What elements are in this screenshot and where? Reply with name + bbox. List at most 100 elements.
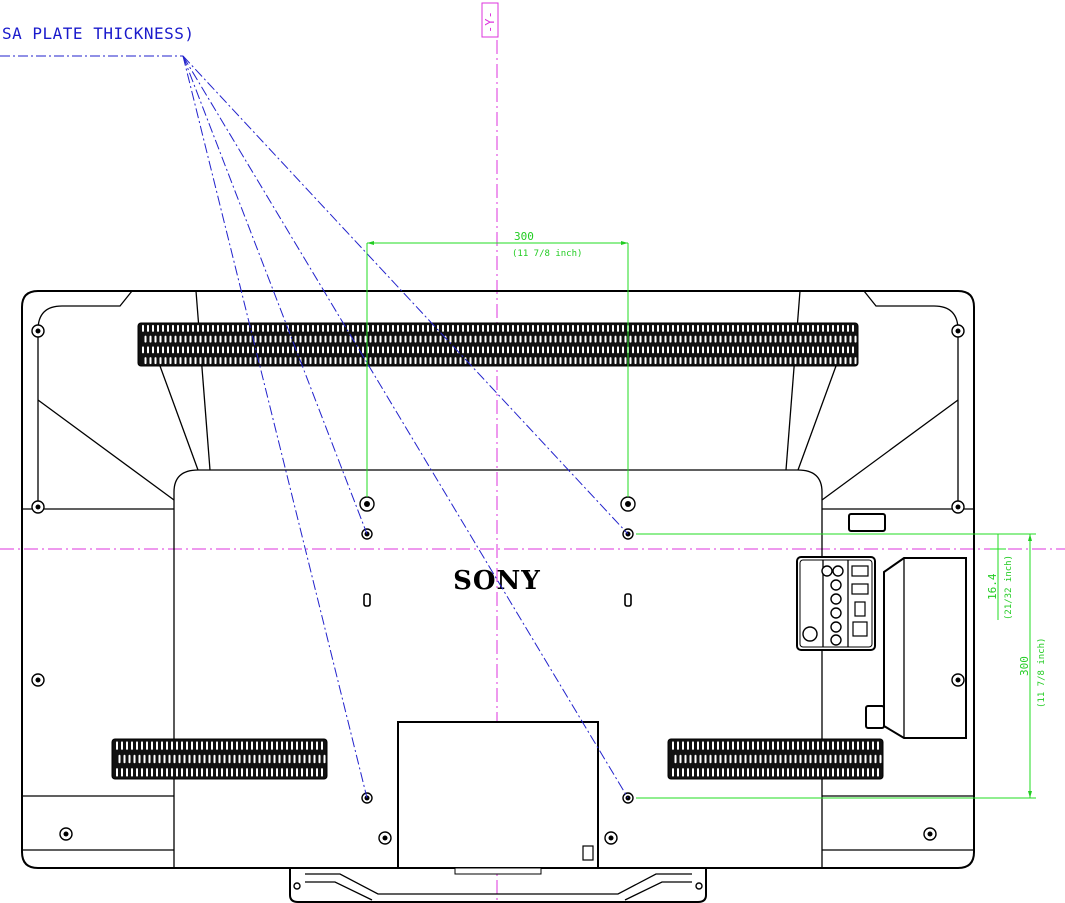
vent-slot bbox=[329, 357, 332, 365]
vent-slot bbox=[292, 346, 294, 354]
vent-slot bbox=[337, 346, 339, 354]
vent-slot bbox=[307, 346, 309, 354]
vent-slot bbox=[329, 335, 332, 343]
vent-slot bbox=[291, 768, 293, 777]
vent-slot bbox=[527, 324, 529, 332]
vent-slot bbox=[216, 768, 218, 777]
vent-slot bbox=[297, 324, 299, 332]
vent-slot bbox=[869, 754, 872, 764]
vent-slot bbox=[479, 357, 482, 365]
vent-slot bbox=[572, 324, 574, 332]
vent-slot bbox=[502, 346, 504, 354]
vent-slot bbox=[589, 335, 592, 343]
vent-slot bbox=[222, 324, 224, 332]
vent-slot bbox=[259, 357, 262, 365]
vent-slot bbox=[734, 754, 737, 764]
vent-slot bbox=[241, 741, 243, 750]
vent-slot bbox=[784, 357, 787, 365]
vent-slot bbox=[602, 324, 604, 332]
vent-slot bbox=[432, 346, 434, 354]
vent-slot bbox=[514, 357, 517, 365]
vent-slot bbox=[509, 335, 512, 343]
vent-slot bbox=[196, 741, 198, 750]
vent-slot bbox=[287, 346, 289, 354]
vent-slot bbox=[244, 335, 247, 343]
vent-slot bbox=[762, 346, 764, 354]
vent-slot bbox=[717, 768, 719, 777]
outer-outline bbox=[21, 290, 975, 869]
vent-slot bbox=[319, 335, 322, 343]
vent-slot bbox=[279, 357, 282, 365]
vent-slot bbox=[159, 335, 162, 343]
vent-slot bbox=[779, 357, 782, 365]
vent-slot bbox=[136, 768, 138, 777]
vent-slot bbox=[674, 357, 677, 365]
vent-slot bbox=[169, 335, 172, 343]
vent-slot bbox=[602, 346, 604, 354]
vent-slot bbox=[662, 324, 664, 332]
vent-slot bbox=[682, 768, 684, 777]
vent-slot bbox=[614, 335, 617, 343]
vent-slot bbox=[702, 741, 704, 750]
vertical-dimension-value: 300 bbox=[1018, 656, 1031, 676]
vent-slot bbox=[184, 335, 187, 343]
vent-slot bbox=[494, 335, 497, 343]
vent-slot bbox=[552, 346, 554, 354]
vent-slot bbox=[727, 324, 729, 332]
vent-slot bbox=[832, 741, 834, 750]
vent-slot bbox=[819, 335, 822, 343]
vent-slot bbox=[794, 357, 797, 365]
vent-slot bbox=[669, 357, 672, 365]
vent-slot bbox=[397, 324, 399, 332]
vent-slot bbox=[157, 324, 159, 332]
vent-slot bbox=[372, 346, 374, 354]
vent-slot bbox=[238, 754, 241, 764]
vent-slot bbox=[302, 324, 304, 332]
vent-slot bbox=[757, 768, 759, 777]
vent-slot bbox=[829, 335, 832, 343]
vent-slot bbox=[757, 346, 759, 354]
vent-slot bbox=[467, 324, 469, 332]
vent-slot bbox=[739, 357, 742, 365]
vent-slot bbox=[777, 324, 779, 332]
vent-slot bbox=[256, 768, 258, 777]
vent-slot bbox=[769, 335, 772, 343]
vent-slot bbox=[822, 768, 824, 777]
vent-slot bbox=[667, 324, 669, 332]
vent-slot bbox=[397, 346, 399, 354]
vent-slot bbox=[149, 357, 152, 365]
vent-slot bbox=[874, 754, 877, 764]
vent-slot bbox=[699, 357, 702, 365]
vent-slot bbox=[719, 357, 722, 365]
vent-slot bbox=[211, 768, 213, 777]
vent-slot bbox=[422, 346, 424, 354]
vent-slot bbox=[837, 346, 839, 354]
vent-slot bbox=[789, 335, 792, 343]
vent-slot bbox=[734, 357, 737, 365]
vent-slot bbox=[414, 357, 417, 365]
vent-slot bbox=[472, 324, 474, 332]
vent-slot bbox=[407, 324, 409, 332]
vent-slot bbox=[146, 768, 148, 777]
vent-slot bbox=[417, 346, 419, 354]
vent-slot bbox=[229, 335, 232, 343]
vent-slot bbox=[784, 754, 787, 764]
vent-slot bbox=[414, 335, 417, 343]
vent-slot bbox=[364, 335, 367, 343]
vent-slot bbox=[784, 335, 787, 343]
vent-slot bbox=[123, 754, 126, 764]
vent-slot bbox=[177, 324, 179, 332]
vent-slot bbox=[459, 357, 462, 365]
vent-slot bbox=[169, 357, 172, 365]
vent-slot bbox=[253, 754, 256, 764]
vent-slot bbox=[464, 335, 467, 343]
vent-slot bbox=[249, 357, 252, 365]
vent-slot bbox=[707, 346, 709, 354]
vent-slot bbox=[852, 741, 854, 750]
vent-slot bbox=[842, 346, 844, 354]
vent-slot bbox=[679, 754, 682, 764]
hdmi-port bbox=[851, 565, 869, 577]
vent-slot bbox=[212, 346, 214, 354]
vent-slot bbox=[742, 768, 744, 777]
vent-slot bbox=[742, 346, 744, 354]
